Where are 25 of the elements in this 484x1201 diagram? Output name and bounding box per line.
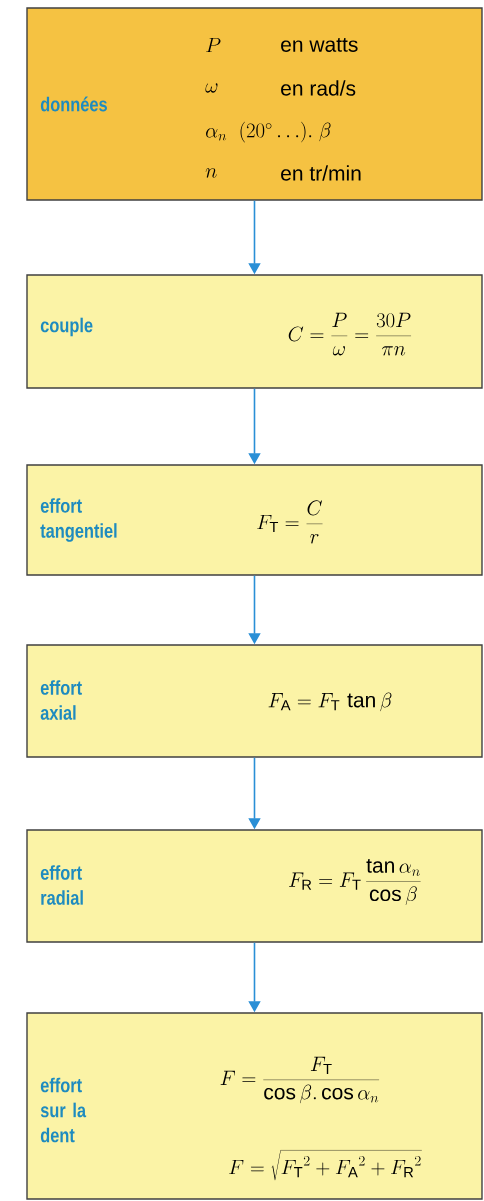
process-box — [26, 829, 483, 943]
variable-symbol: $\alpha_n\ \ (20^{\circ}\ldots).\ \beta$ — [206, 121, 331, 143]
step-heading: effort tangentiel — [40, 498, 117, 542]
process-box — [26, 464, 483, 576]
unit-text: en watts — [281, 38, 358, 52]
formula: $F_\mathrm{A} = F_\mathrm{T}\,\tan\beta$ — [268, 692, 392, 712]
step-heading: couple — [40, 317, 93, 337]
process-box — [26, 7, 483, 201]
formula: $C = \frac{P}{\omega} = \frac{30P}{\pi n}$ — [288, 312, 412, 356]
step-heading: effort radial — [40, 865, 83, 905]
process-box — [26, 274, 483, 389]
variable-symbol: $\omega$ — [205, 83, 218, 93]
formula: $F = \frac{F_\mathrm{T}}{\cos\beta.\cos\alpha_n}$ — [220, 1056, 380, 1104]
unit-text: en tr/min — [281, 165, 361, 181]
variable-symbol: $P$ — [206, 37, 221, 53]
variable-symbol: $n$ — [205, 168, 217, 178]
step-heading: effort sur la dent — [40, 1077, 87, 1143]
unit-text: en rad/s — [281, 80, 356, 96]
formula: $F_\mathrm{T} = \frac{C}{r}$ — [257, 500, 323, 544]
step-heading: effort axial — [40, 680, 82, 720]
formula: $F_\mathrm{R} = F_\mathrm{T}\,\frac{\tan\alpha_n}{\cos\beta}$ — [289, 859, 421, 905]
process-box — [26, 644, 483, 758]
process-box — [26, 1012, 483, 1200]
formula: $F = \sqrt{{F_\mathrm{T}}^2 + {F_\mathrm{A}}^2 + {F_\mathrm{R}}^2}$ — [229, 1150, 422, 1181]
step-heading: données — [40, 96, 107, 112]
